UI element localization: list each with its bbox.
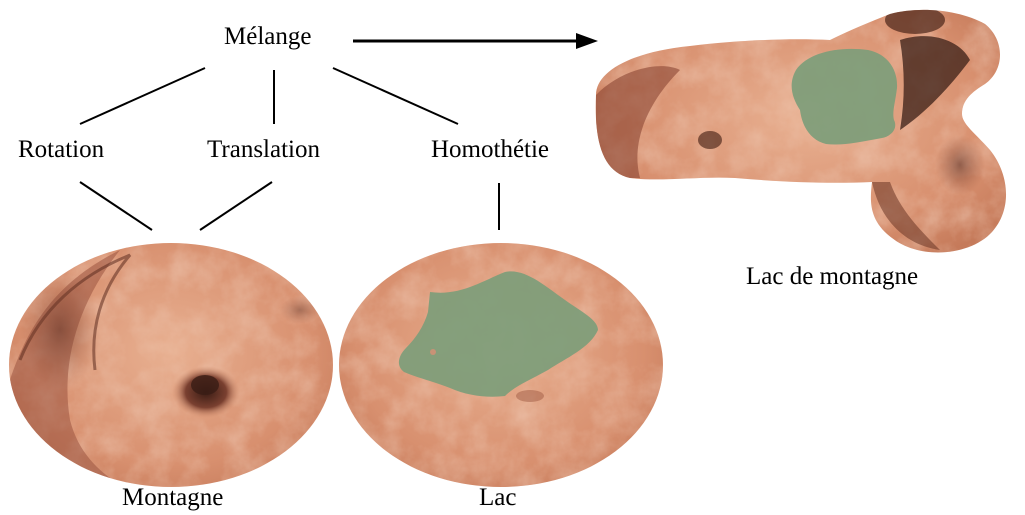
line-rotation-montagne [80, 182, 152, 230]
result-label: Lac de montagne [746, 264, 918, 289]
terrain-result-image [590, 0, 1020, 265]
line-translation-montagne [200, 182, 272, 230]
terrain-montagne-image [0, 230, 340, 500]
input-lac-label: Lac [479, 485, 516, 510]
node-melange-label: Mélange [224, 24, 311, 49]
arrow-to-result [353, 33, 598, 49]
node-translation-label: Translation [207, 137, 320, 162]
node-rotation-label: Rotation [18, 137, 104, 162]
line-melange-rotation [80, 68, 205, 124]
lake-shape-result [792, 49, 897, 145]
line-melange-homothetie [333, 68, 458, 124]
input-montagne-label: Montagne [122, 485, 223, 510]
node-homothetie-label: Homothétie [431, 137, 549, 162]
terrain-lac-image [330, 230, 670, 500]
